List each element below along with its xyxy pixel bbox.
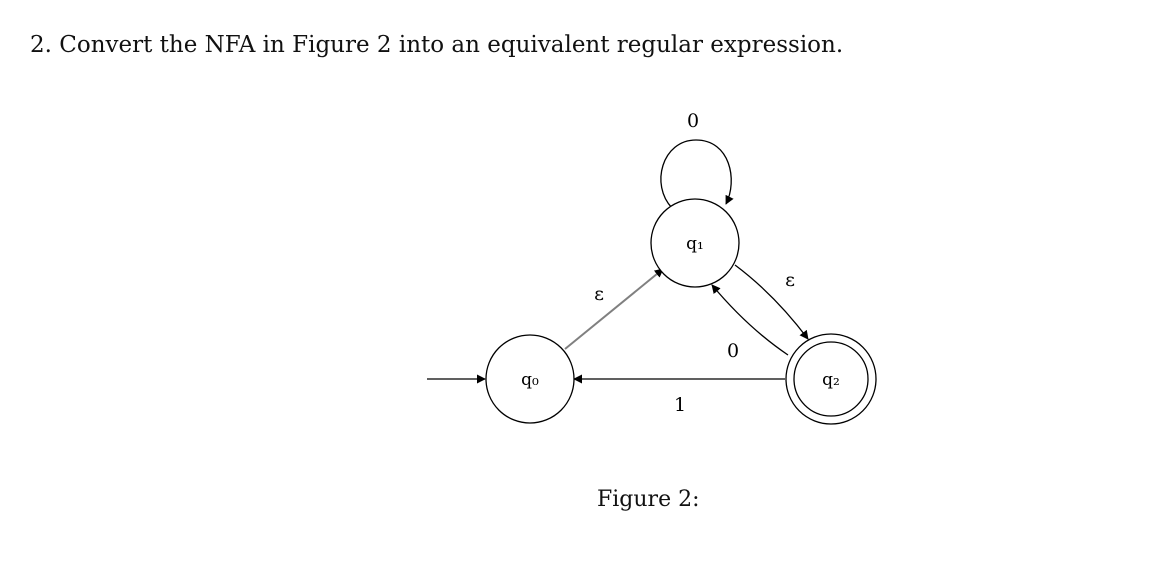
edge-q2-to-q1 [711, 284, 789, 356]
edge-q1-to-q2 [734, 264, 809, 340]
figure-caption: Figure 2: [597, 487, 700, 512]
edge-label-q2-to-q1: 0 [727, 340, 739, 362]
edge-label-q0-to-q1: ε [594, 283, 604, 305]
state-label-q0: q₀ [521, 370, 539, 390]
edge-label-q1-to-q2: ε [785, 269, 795, 291]
edge-q1-self-loop [660, 139, 734, 209]
edge-label-q1-self-loop: 0 [687, 110, 699, 132]
edge-label-q2-to-q0: 1 [674, 394, 686, 416]
state-label-q2: q₂ [822, 370, 840, 390]
state-q1: q₁ [650, 198, 740, 288]
edge-q0-to-q1 [564, 268, 664, 350]
state-q0: q₀ [485, 334, 575, 424]
question-text: 2. Convert the NFA in Figure 2 into an e… [30, 32, 844, 58]
state-label-q1: q₁ [686, 234, 704, 254]
state-q2-accept: q₂ [785, 333, 877, 425]
